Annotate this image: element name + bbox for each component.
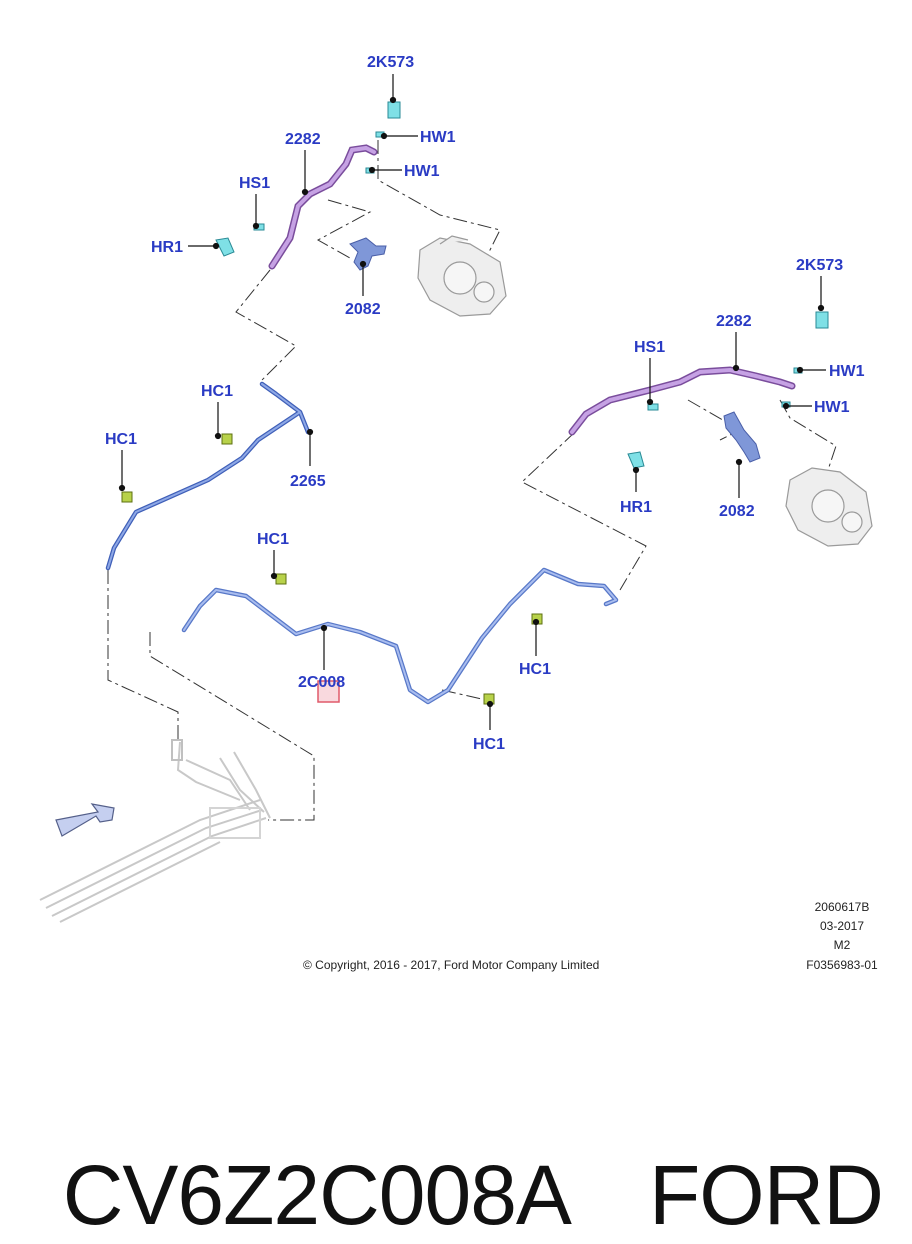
brand-name: FORD [648,1148,884,1242]
brake-lines-diagram: 2K573 2282 HW1 HW1 HS1 HR1 2082 2K573 22… [39,54,878,972]
callout-labels: 2K573 2282 HW1 HW1 HS1 HR1 2082 2K573 22… [105,54,865,753]
brake-hose-left [268,144,378,270]
callout-hw1-left-b: HW1 [404,163,440,180]
clip-hr1-left [215,237,235,257]
callout-2282-right: 2282 [716,313,752,330]
callout-hc1-a: HC1 [105,431,137,448]
bracket-2082-right [723,411,761,463]
model-code: M2 [834,938,851,952]
callout-2082-right: 2082 [719,503,755,520]
callout-hr1-right: HR1 [620,499,652,516]
callout-hw1-right-b: HW1 [814,399,850,416]
callout-2082-left: 2082 [345,301,381,318]
clip-hs1-right [647,403,659,411]
part-number: CV6Z2C008A [62,1148,572,1242]
clip-hr1-right [627,451,645,469]
bracket-2082-left [349,237,387,271]
brake-caliper-icon [785,467,873,547]
brake-tube-2c008 [181,567,619,705]
callout-hs1-right: HS1 [634,339,665,356]
chassis-ghost [39,739,271,923]
leader-lines [118,74,826,730]
reference-code: 2060617B [815,900,870,914]
callout-2c008: 2C008 [298,674,345,691]
callout-2282-left: 2282 [285,131,321,148]
callout-hc1-b: HC1 [201,383,233,400]
brake-hose-right [568,366,796,436]
callout-hc1-d: HC1 [519,661,551,678]
callout-hw1-right-a: HW1 [829,363,865,380]
callout-hc1-c: HC1 [257,531,289,548]
clip-hc1-a [121,491,133,503]
revision-date: 03-2017 [820,919,864,933]
clip-2k573-left [387,101,401,119]
part-caption: CV6Z2C008A FORD [18,1050,884,1244]
callout-hs1-left: HS1 [239,175,270,192]
direction-arrow-icon [55,803,115,837]
document-id: F0356983-01 [806,958,878,972]
highlight-box-2c008 [317,680,340,703]
clip-hc1-b [221,433,233,445]
callout-2k573-right: 2K573 [796,257,843,274]
clip-2k573-right [815,311,829,329]
callout-2265: 2265 [290,473,326,490]
callout-hr1-left: HR1 [151,239,183,256]
diagram-footer: © Copyright, 2016 - 2017, Ford Motor Com… [303,900,878,972]
copyright-text: © Copyright, 2016 - 2017, Ford Motor Com… [303,958,599,972]
brake-caliper-icon [417,235,507,317]
callout-2k573-left: 2K573 [367,54,414,71]
callout-hc1-e: HC1 [473,736,505,753]
callout-hw1-left-a: HW1 [420,129,456,146]
clip-hc1-c [275,573,287,585]
brake-tube-2265 [105,381,311,571]
